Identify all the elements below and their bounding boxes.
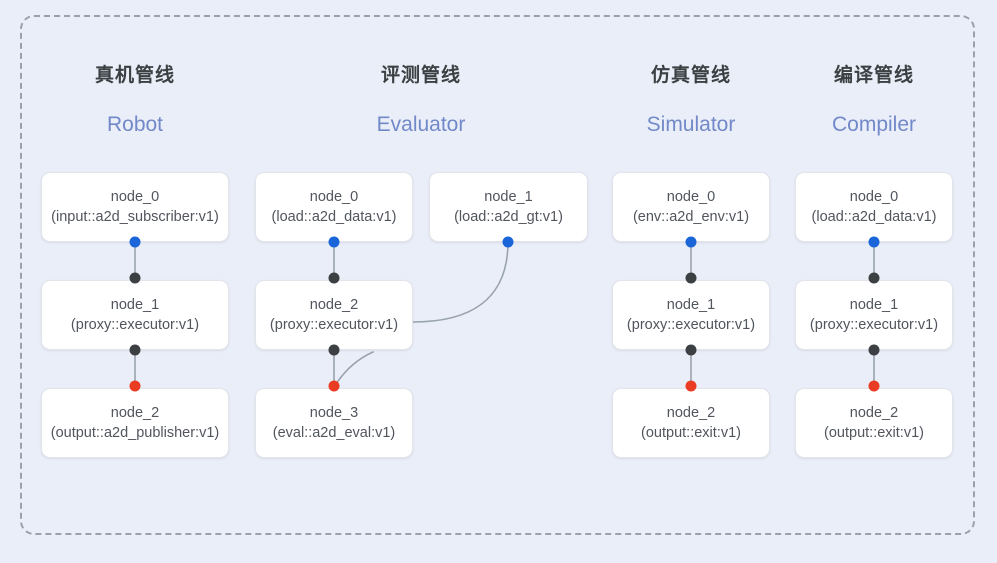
node-title: node_0 — [666, 189, 716, 205]
node-robot-0[interactable]: node_0 (input::a2d_subscriber:v1) — [41, 172, 229, 242]
node-title: node_2 — [666, 405, 716, 421]
node-subtitle: (input::a2d_subscriber:v1) — [51, 209, 219, 225]
node-title: node_1 — [110, 297, 160, 313]
node-evaluator-2[interactable]: node_2 (proxy::executor:v1) — [255, 280, 413, 350]
node-subtitle: (proxy::executor:v1) — [626, 317, 756, 333]
port-input-robot-2[interactable] — [129, 380, 141, 392]
node-evaluator-0[interactable]: node_0 (load::a2d_data:v1) — [255, 172, 413, 242]
node-compiler-0[interactable]: node_0 (load::a2d_data:v1) — [795, 172, 953, 242]
node-compiler-2[interactable]: node_2 (output::exit:v1) — [795, 388, 953, 458]
node-simulator-1[interactable]: node_1 (proxy::executor:v1) — [612, 280, 770, 350]
port-output-compiler-0[interactable] — [868, 236, 880, 248]
node-title: node_2 — [110, 405, 160, 421]
node-title: node_0 — [309, 189, 359, 205]
node-subtitle: (output::a2d_publisher:v1) — [50, 425, 220, 441]
port-output-evaluator-0[interactable] — [328, 236, 340, 248]
port-input-evaluator-3[interactable] — [328, 380, 340, 392]
port-input-evaluator-2[interactable] — [328, 272, 340, 284]
node-title: node_1 — [849, 297, 899, 313]
port-output-simulator-0[interactable] — [685, 236, 697, 248]
node-simulator-0[interactable]: node_0 (env::a2d_env:v1) — [612, 172, 770, 242]
node-robot-1[interactable]: node_1 (proxy::executor:v1) — [41, 280, 229, 350]
node-title: node_1 — [484, 189, 533, 205]
node-title: node_0 — [849, 189, 899, 205]
node-subtitle: (env::a2d_env:v1) — [632, 209, 750, 225]
node-robot-2[interactable]: node_2 (output::a2d_publisher:v1) — [41, 388, 229, 458]
node-subtitle: (proxy::executor:v1) — [269, 317, 399, 333]
node-subtitle: (output::exit:v1) — [824, 425, 924, 441]
node-compiler-1[interactable]: node_1 (proxy::executor:v1) — [795, 280, 953, 350]
node-subtitle: (output::exit:v1) — [641, 425, 741, 441]
port-output-evaluator-2[interactable] — [328, 344, 340, 356]
node-simulator-2[interactable]: node_2 (output::exit:v1) — [612, 388, 770, 458]
port-output-simulator-1[interactable] — [685, 344, 697, 356]
port-input-compiler-2[interactable] — [868, 380, 880, 392]
node-subtitle: (proxy::executor:v1) — [70, 317, 200, 333]
node-title: node_1 — [666, 297, 716, 313]
node-title: node_2 — [849, 405, 899, 421]
node-title: node_2 — [309, 297, 359, 313]
port-output-compiler-1[interactable] — [868, 344, 880, 356]
node-subtitle: (eval::a2d_eval:v1) — [272, 425, 396, 441]
port-output-evaluator-1-gt[interactable] — [502, 236, 514, 248]
port-output-robot-1[interactable] — [129, 344, 141, 356]
node-title: node_0 — [110, 189, 160, 205]
node-subtitle: (load::a2d_gt:v1) — [454, 209, 563, 225]
node-subtitle: (proxy::executor:v1) — [809, 317, 939, 333]
port-input-simulator-1[interactable] — [685, 272, 697, 284]
port-input-robot-1[interactable] — [129, 272, 141, 284]
node-subtitle: (load::a2d_data:v1) — [271, 209, 397, 225]
node-subtitle: (load::a2d_data:v1) — [811, 209, 937, 225]
pipeline-group-boundary — [20, 15, 975, 535]
port-output-robot-0[interactable] — [129, 236, 141, 248]
node-evaluator-1-gt[interactable]: node_1 (load::a2d_gt:v1) — [429, 172, 588, 242]
port-input-simulator-2[interactable] — [685, 380, 697, 392]
port-input-compiler-1[interactable] — [868, 272, 880, 284]
node-title: node_3 — [309, 405, 359, 421]
node-evaluator-3[interactable]: node_3 (eval::a2d_eval:v1) — [255, 388, 413, 458]
